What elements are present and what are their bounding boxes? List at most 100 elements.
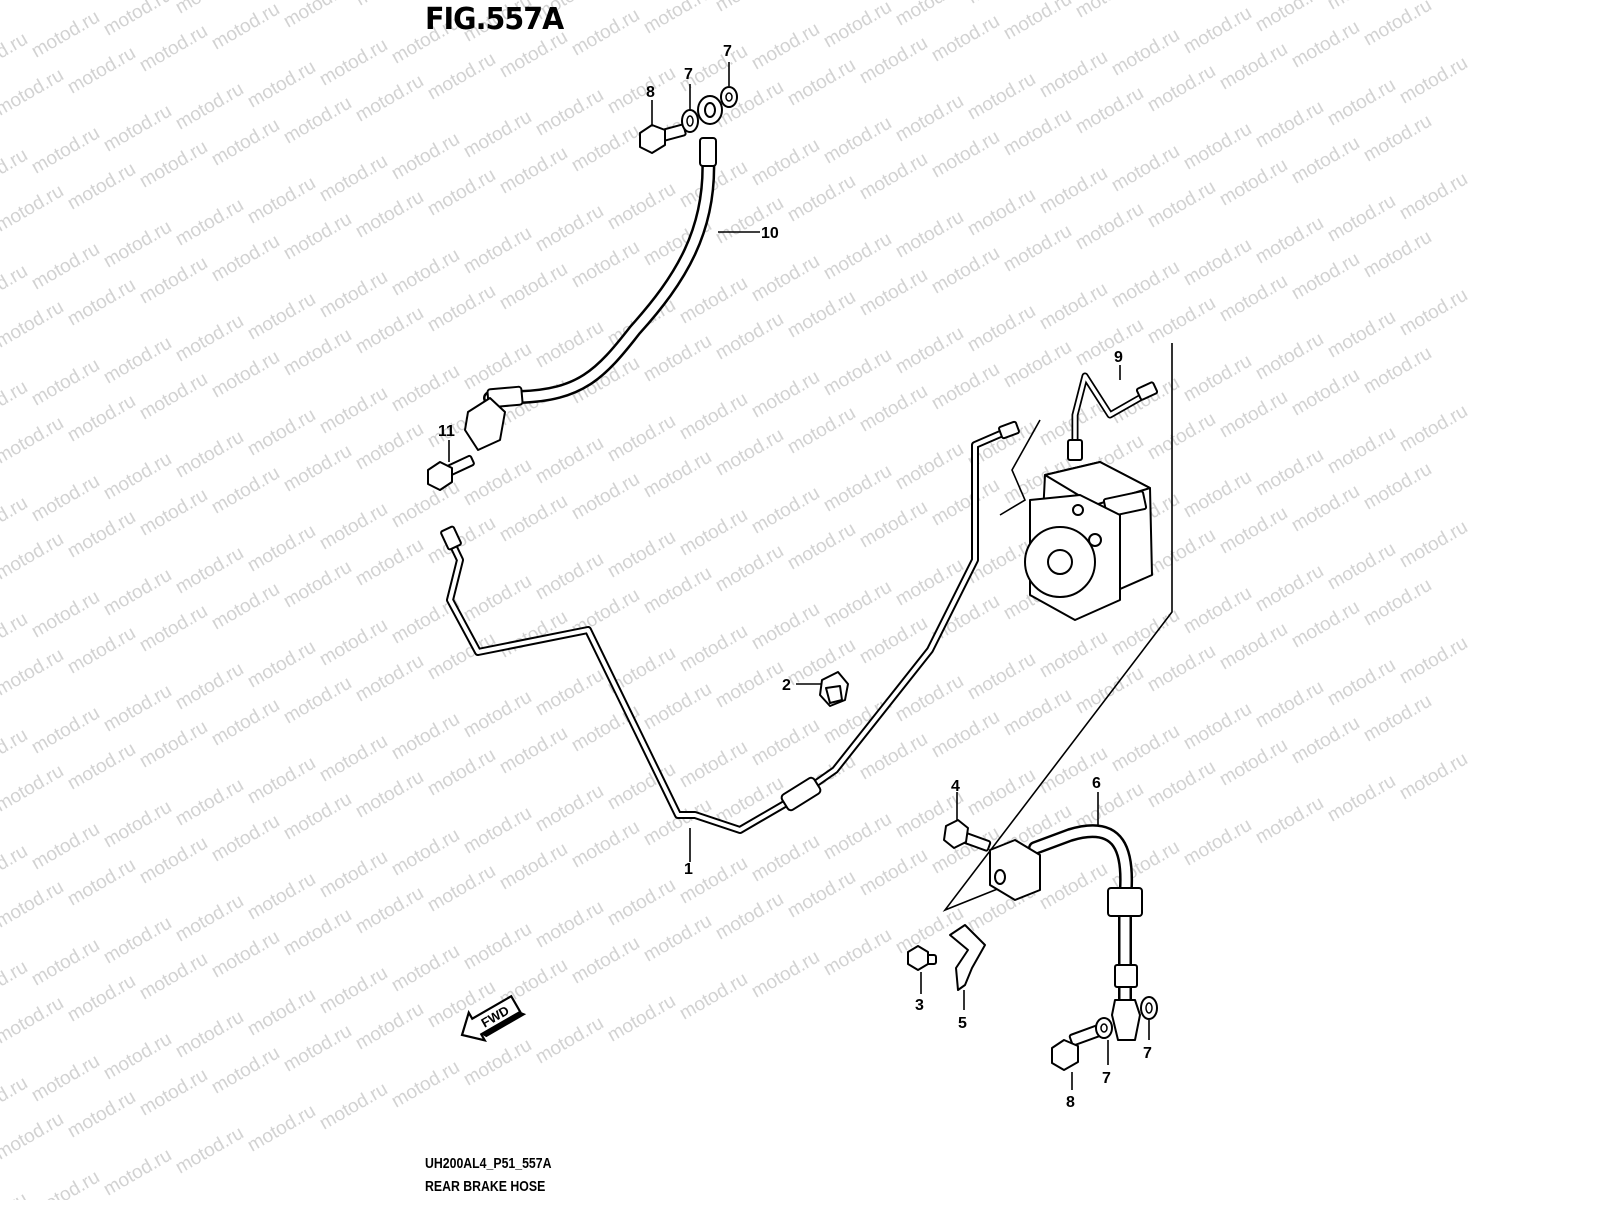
watermark-text: motod.ru bbox=[1396, 633, 1471, 689]
watermark-text: motod.ru bbox=[1144, 177, 1219, 233]
watermark-text: motod.ru bbox=[244, 405, 319, 461]
watermark-text: motod.ru bbox=[0, 1109, 67, 1165]
watermark-text: motod.ru bbox=[172, 775, 247, 831]
watermark-text: motod.ru bbox=[28, 239, 103, 295]
watermark-text: motod.ru bbox=[388, 825, 463, 881]
watermark-text: motod.ru bbox=[712, 425, 787, 481]
watermark-text: motod.ru bbox=[1108, 141, 1183, 197]
watermark-text: motod.ru bbox=[784, 55, 859, 111]
watermark-text: motod.ru bbox=[1072, 199, 1147, 255]
watermark-text: motod.ru bbox=[0, 297, 67, 353]
watermark-text: motod.ru bbox=[0, 181, 67, 237]
watermark-text: motod.ru bbox=[856, 33, 931, 89]
watermark-text: motod.ru bbox=[208, 927, 283, 983]
watermark-text: motod.ru bbox=[460, 339, 535, 395]
watermark-text: motod.ru bbox=[424, 281, 499, 337]
watermark-text: motod.ru bbox=[748, 135, 823, 191]
watermark-text: motod.ru bbox=[892, 91, 967, 147]
watermark-text: motod.ru bbox=[784, 403, 859, 459]
watermark-text: motod.ru bbox=[928, 11, 1003, 67]
callout-5: 5 bbox=[958, 1015, 967, 1032]
watermark-text: motod.ru bbox=[388, 361, 463, 417]
watermark-text: motod.ru bbox=[28, 1051, 103, 1107]
watermark-text: motod.ru bbox=[316, 1079, 391, 1135]
watermark-text: motod.ru bbox=[532, 1013, 607, 1069]
callout-4: 4 bbox=[951, 778, 960, 795]
watermark-text: motod.ru bbox=[1324, 423, 1399, 479]
watermark-text: motod.ru bbox=[64, 1087, 139, 1143]
watermark-text: motod.ru bbox=[280, 673, 355, 729]
watermark-text: motod.ru bbox=[748, 367, 823, 423]
watermark-text: motod.ru bbox=[820, 229, 895, 285]
watermark-text: motod.ru bbox=[100, 217, 175, 273]
watermark-text: motod.ru bbox=[172, 79, 247, 135]
watermark-text: motod.ru bbox=[1144, 641, 1219, 697]
watermark-text: motod.ru bbox=[1324, 0, 1399, 14]
watermark-text: motod.ru bbox=[856, 729, 931, 785]
watermark-text: motod.ru bbox=[1000, 337, 1075, 393]
watermark-text: motod.ru bbox=[460, 1035, 535, 1091]
watermark-text: motod.ru bbox=[0, 761, 67, 817]
watermark-text: motod.ru bbox=[172, 891, 247, 947]
watermark-text: motod.ru bbox=[1216, 39, 1291, 95]
watermark-text: motod.ru bbox=[1000, 221, 1075, 277]
watermark-text: motod.ru bbox=[136, 949, 211, 1005]
watermark-text: motod.ru bbox=[856, 497, 931, 553]
watermark-text: motod.ru bbox=[892, 0, 967, 30]
watermark-text: motod.ru bbox=[280, 325, 355, 381]
watermark-text: motod.ru bbox=[352, 883, 427, 939]
watermark-text: motod.ru bbox=[964, 0, 1039, 8]
watermark-text: motod.ru bbox=[280, 557, 355, 613]
watermark-text: motod.ru bbox=[0, 261, 31, 317]
callout-7: 7 bbox=[723, 43, 732, 60]
callout-3: 3 bbox=[915, 997, 924, 1014]
watermark-text: motod.ru bbox=[0, 145, 31, 201]
watermark-text: motod.ru bbox=[208, 579, 283, 635]
watermark-text: motod.ru bbox=[1216, 387, 1291, 443]
watermark-text: motod.ru bbox=[460, 687, 535, 743]
watermark-text: motod.ru bbox=[100, 913, 175, 969]
watermark-text: motod.ru bbox=[1144, 757, 1219, 813]
watermark-text: motod.ru bbox=[1036, 47, 1111, 103]
watermark-text: motod.ru bbox=[1216, 503, 1291, 559]
watermark-text: motod.ru bbox=[712, 0, 787, 16]
watermark-text: motod.ru bbox=[784, 519, 859, 575]
pipe-end-nut bbox=[1068, 440, 1082, 460]
watermark-text: motod.ru bbox=[28, 819, 103, 875]
watermark-text: motod.ru bbox=[208, 695, 283, 751]
watermark-text: motod.ru bbox=[640, 331, 715, 387]
watermark-text: motod.ru bbox=[0, 413, 67, 469]
watermark-text: motod.ru bbox=[784, 171, 859, 227]
watermark-text: motod.ru bbox=[280, 209, 355, 265]
watermark-text: motod.ru bbox=[316, 963, 391, 1019]
watermark-text: motod.ru bbox=[208, 115, 283, 171]
watermark-text: motod.ru bbox=[352, 651, 427, 707]
watermark-text: motod.ru bbox=[1396, 169, 1471, 225]
watermark-text: motod.ru bbox=[1036, 627, 1111, 683]
watermark-text: motod.ru bbox=[1396, 517, 1471, 573]
watermark-text: motod.ru bbox=[64, 971, 139, 1027]
watermark-text: motod.ru bbox=[1288, 133, 1363, 189]
watermark-text: motod.ru bbox=[1108, 257, 1183, 313]
watermark-text: motod.ru bbox=[0, 993, 67, 1049]
watermark-text: motod.ru bbox=[280, 441, 355, 497]
watermark-text: motod.ru bbox=[712, 889, 787, 945]
bracket-5 bbox=[950, 925, 985, 990]
watermark-text: motod.ru bbox=[280, 93, 355, 149]
watermark-text: motod.ru bbox=[28, 7, 103, 63]
watermark-text: motod.ru bbox=[640, 795, 715, 851]
watermark-text: motod.ru bbox=[0, 725, 31, 781]
watermark-text: motod.ru bbox=[1180, 815, 1255, 871]
watermark-text: motod.ru bbox=[496, 723, 571, 779]
watermark-text: motod.ru bbox=[208, 811, 283, 867]
watermark-text: motod.ru bbox=[1324, 655, 1399, 711]
watermark-text: motod.ru bbox=[1396, 749, 1471, 805]
watermark-text: motod.ru bbox=[28, 471, 103, 527]
watermark-text: motod.ru bbox=[712, 657, 787, 713]
watermark-text: motod.ru bbox=[604, 179, 679, 235]
watermark-text: motod.ru bbox=[0, 1189, 31, 1200]
watermark-text: motod.ru bbox=[1324, 539, 1399, 595]
watermark-text: motod.ru bbox=[676, 621, 751, 677]
watermark-text: motod.ru bbox=[28, 1167, 103, 1200]
